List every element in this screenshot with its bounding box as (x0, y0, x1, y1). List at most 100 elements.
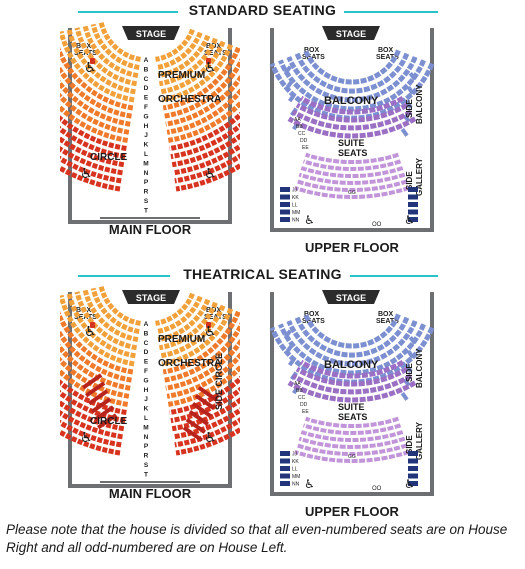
row-oo: OO (372, 222, 382, 228)
row-letter: J (144, 132, 148, 139)
suite-row (287, 380, 417, 403)
seat-row-right (166, 87, 240, 135)
wheelchair-icon: ♿ (204, 166, 217, 182)
side-circle-row (85, 381, 106, 398)
wheelchair-icon: ♿ (80, 166, 93, 182)
gallery-row-label: LL (292, 467, 298, 473)
seat-row-left (82, 25, 139, 79)
stage-label: STAGE (336, 293, 366, 303)
gallery-row (304, 152, 400, 165)
gallery-row (298, 436, 406, 449)
seat-row-left (98, 286, 141, 326)
box-seats-right-1: BOX (378, 311, 394, 318)
side-balcony-label-1: SIDE (405, 99, 414, 118)
seat-row-left (60, 104, 129, 143)
row-letter: F (144, 368, 148, 375)
wheelchair-icon: ♿ (80, 430, 93, 446)
seating-note: Please note that the house is divided so… (6, 522, 508, 555)
premium-label: PREMIUM (158, 334, 205, 345)
side-balcony-seat (400, 392, 409, 401)
side-balcony-seat (404, 364, 413, 373)
gallery-row (302, 159, 402, 171)
main-floor-seating-arcs (60, 22, 240, 192)
side-circle-row (94, 405, 115, 422)
seat-row-right (155, 28, 195, 62)
seat-row-left (74, 291, 138, 351)
seat-row-left (60, 125, 126, 160)
seat-row-right (165, 338, 240, 391)
gallery-row (294, 185, 410, 199)
suite-row (295, 102, 409, 123)
balcony-row (278, 323, 426, 376)
seat-row-right (157, 298, 211, 343)
seat-row-right (169, 111, 240, 151)
seat-row-right (156, 295, 203, 334)
side-balcony-seat (288, 357, 296, 367)
balcony-row (303, 49, 401, 85)
balcony-row (286, 56, 418, 103)
gallery-seat-block-right (408, 187, 418, 192)
stage-label: STAGE (336, 29, 366, 39)
main-floor-svg: STAGE BOX SEATS BOX SEATS ♿ ♿ ♿ ♿ ABCDEF… (60, 22, 240, 224)
gallery-seat-block-right (408, 217, 418, 222)
row-cc: CC (298, 131, 306, 137)
seat-row-left (60, 379, 127, 415)
upper-floor-caption: UPPER FLOOR (305, 504, 399, 519)
orchestra-label: ORCHESTRA (158, 94, 221, 105)
seat-row-left (66, 293, 136, 359)
gallery-row-label: MM (292, 210, 300, 216)
box-seats-left-2: SEATS (302, 54, 325, 61)
side-circle-row (185, 418, 207, 434)
wheelchair-icon: ♿ (404, 477, 415, 491)
suite-seats-label-2: SEATS (338, 412, 367, 422)
row-letter: J (144, 396, 148, 403)
gallery-row-label: JJ (292, 452, 298, 458)
seat-row-left (60, 65, 132, 119)
side-balcony-seat (286, 79, 294, 89)
box-seats-right-1: BOX (378, 47, 394, 54)
main-floor-caption: MAIN FLOOR (108, 222, 192, 237)
upper-floor-svg: STAGE BOX SEATS BOX SEATS BALCONY SIDE B… (269, 26, 435, 232)
side-balcony-seat (408, 336, 417, 345)
seat-row-right (170, 122, 240, 160)
seat-row-left (60, 343, 131, 391)
row-letter: C (144, 340, 149, 347)
row-dd: DD (300, 138, 308, 144)
row-letter: E (144, 95, 149, 102)
suite-seats-label-1: SUITE (338, 402, 365, 412)
balcony-row (278, 59, 426, 112)
balcony-row (303, 313, 401, 349)
gallery-seat-block-right (408, 194, 418, 200)
box-seats-left-1: BOX (304, 47, 320, 54)
gallery-row-label: KK (292, 459, 299, 465)
row-letter: G (143, 113, 148, 120)
gallery-row-label: JJ (292, 188, 298, 194)
row-ee: EE (302, 409, 309, 415)
suite-row (299, 359, 405, 379)
gallery-row (296, 443, 408, 456)
gallery-seat-block-right (408, 481, 418, 486)
seat-row-left (82, 289, 139, 343)
seat-row-right (173, 407, 240, 440)
main-floor-svg: STAGE BOX SEATS BOX SEATS ♿ ♿ ♿ ♿ ABCDEF… (60, 286, 240, 488)
seat-row-left (60, 356, 130, 399)
side-circle-row (88, 389, 109, 406)
wheelchair-icon: ♿ (404, 213, 415, 227)
gallery-row (294, 449, 410, 463)
row-letter: H (144, 123, 149, 130)
row-letter: S (144, 462, 149, 469)
row-aa: AA (294, 117, 301, 123)
gallery-seat-block-left (280, 217, 290, 222)
suite-row (287, 116, 417, 139)
upper-floor-svg: STAGE BOX SEATS BOX SEATS BALCONY SIDE B… (269, 290, 435, 496)
seat-row-left (60, 311, 134, 375)
row-letter: A (144, 321, 149, 328)
row-letter: N (144, 434, 149, 441)
standard-upper-floor-map: STAGE BOX SEATS BOX SEATS BALCONY SIDE B… (262, 22, 442, 232)
side-balcony-seat (286, 343, 294, 353)
row-letter: C (144, 76, 149, 83)
suite-row (291, 373, 413, 395)
row-letter: T (144, 207, 148, 214)
row-letter: T (144, 471, 148, 478)
